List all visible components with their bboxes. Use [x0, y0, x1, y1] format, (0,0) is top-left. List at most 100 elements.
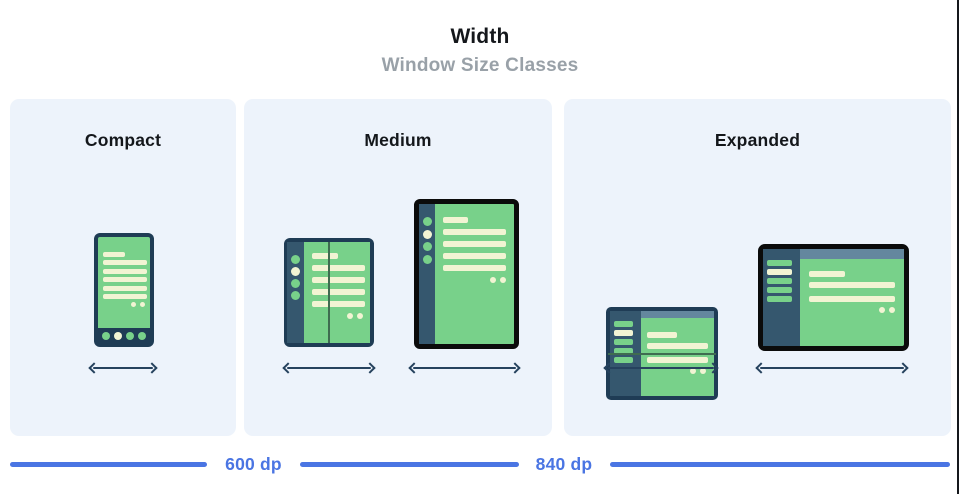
content-area: [641, 318, 714, 396]
ellipsis-dot: [131, 302, 136, 308]
sidebar: [763, 249, 800, 346]
header: Width Window Size Classes: [0, 25, 960, 77]
ellipsis-dot: [889, 307, 895, 313]
ellipsis-dots: [647, 368, 708, 374]
skeleton-line: [312, 277, 365, 283]
page-subtitle: Window Size Classes: [381, 55, 579, 76]
sidebar-bar: [767, 296, 792, 302]
skeleton-line: [103, 285, 147, 291]
sidebar-bar: [767, 260, 792, 266]
skeleton-line: [103, 268, 147, 274]
panel-medium: Medium: [244, 99, 552, 436]
foldable-screen: [641, 311, 714, 396]
arrow-head-right: [364, 362, 376, 374]
arrow-head-right: [146, 362, 158, 374]
arrow-head-left: [408, 362, 420, 374]
sidebar-bar: [614, 321, 633, 327]
sidebar-bar: [767, 287, 792, 293]
arrow-head-right: [897, 362, 909, 374]
skeleton-line: [647, 332, 677, 338]
arrow-head-left: [755, 362, 767, 374]
ellipsis-dots: [103, 302, 147, 308]
width-arrow-icon: [603, 362, 719, 374]
breakpoint-label-840: 840 dp: [535, 454, 593, 474]
skeleton-line: [647, 357, 708, 363]
sidebar-bar: [767, 269, 792, 275]
ellipsis-dot: [700, 368, 706, 374]
tablet-screen: [435, 204, 514, 344]
skeleton-line: [443, 229, 506, 235]
ellipsis-dot: [490, 277, 496, 283]
ellipsis-dots: [312, 313, 365, 319]
ellipsis-dot: [357, 313, 363, 319]
skeleton-line: [312, 289, 365, 295]
phone-portrait-illustration: [94, 233, 154, 347]
sidebar-bar: [614, 357, 633, 363]
breakpoint-label-600: 600 dp: [225, 454, 282, 474]
sidebar-bar: [767, 278, 792, 284]
width-arrow-icon: [408, 362, 521, 374]
width-arrow-icon: [282, 362, 376, 374]
skeleton-line: [809, 282, 895, 288]
arrow-head-left: [603, 362, 615, 374]
skeleton-line: [312, 301, 365, 307]
foldable-portrait-illustration: [284, 238, 374, 347]
ellipsis-dots: [443, 277, 506, 283]
arrow-head-left: [282, 362, 294, 374]
panel-expanded-label: Expanded: [714, 130, 801, 150]
rail-dot: [291, 291, 300, 300]
skeleton-line: [312, 253, 338, 259]
phone-screen: [98, 237, 150, 328]
rail-dot: [291, 267, 300, 276]
ellipsis-dot: [140, 302, 145, 308]
skeleton-line: [443, 265, 506, 271]
fold-hinge-line: [608, 353, 716, 355]
app-top-bar: [641, 311, 714, 318]
arrow-head-left: [88, 362, 100, 374]
window-edge-line: [957, 0, 959, 494]
skeleton-line: [103, 277, 147, 283]
skeleton-line: [647, 343, 708, 349]
arrow-shaft: [93, 367, 153, 369]
laptop-screen: [800, 249, 904, 346]
nav-rail: [287, 242, 304, 343]
fold-hinge-line: [328, 242, 330, 343]
rail-dot: [422, 242, 432, 251]
skeleton-line: [103, 293, 147, 299]
ellipsis-dot: [879, 307, 885, 313]
rail-dot: [422, 254, 432, 264]
panel-medium-label: Medium: [364, 130, 432, 150]
phone-navbar: [98, 328, 150, 343]
rail-dot: [291, 255, 300, 264]
rail-dot: [422, 217, 432, 226]
skeleton-line: [443, 217, 468, 223]
skeleton-line: [809, 271, 845, 277]
ellipsis-dot: [690, 368, 696, 374]
skeleton-line: [312, 265, 365, 271]
width-arrow-icon: [755, 362, 909, 374]
ruler-line-segment: [300, 462, 519, 467]
foldable-screen: [304, 242, 370, 343]
nav-dot: [102, 331, 110, 340]
ellipsis-dots: [809, 307, 895, 313]
width-arrow-icon: [88, 362, 158, 374]
nav-dot: [126, 331, 134, 340]
panel-compact: Compact: [10, 99, 236, 436]
sidebar-bar: [614, 348, 633, 354]
sidebar-bar: [614, 339, 633, 345]
arrow-shaft: [760, 367, 904, 369]
rail-dot: [291, 279, 300, 288]
skeleton-line: [103, 260, 147, 266]
skeleton-line: [103, 252, 125, 257]
skeleton-line: [443, 253, 506, 259]
ruler-line-segment: [10, 462, 207, 467]
rail-dot: [422, 229, 432, 239]
app-top-bar: [800, 249, 904, 259]
page-title: Width: [450, 25, 510, 48]
arrow-shaft: [608, 367, 714, 369]
tablet-portrait-illustration: [414, 199, 519, 349]
skeleton-line: [443, 241, 506, 247]
foldable-landscape-illustration: [606, 307, 718, 400]
nav-dot: [138, 331, 146, 340]
